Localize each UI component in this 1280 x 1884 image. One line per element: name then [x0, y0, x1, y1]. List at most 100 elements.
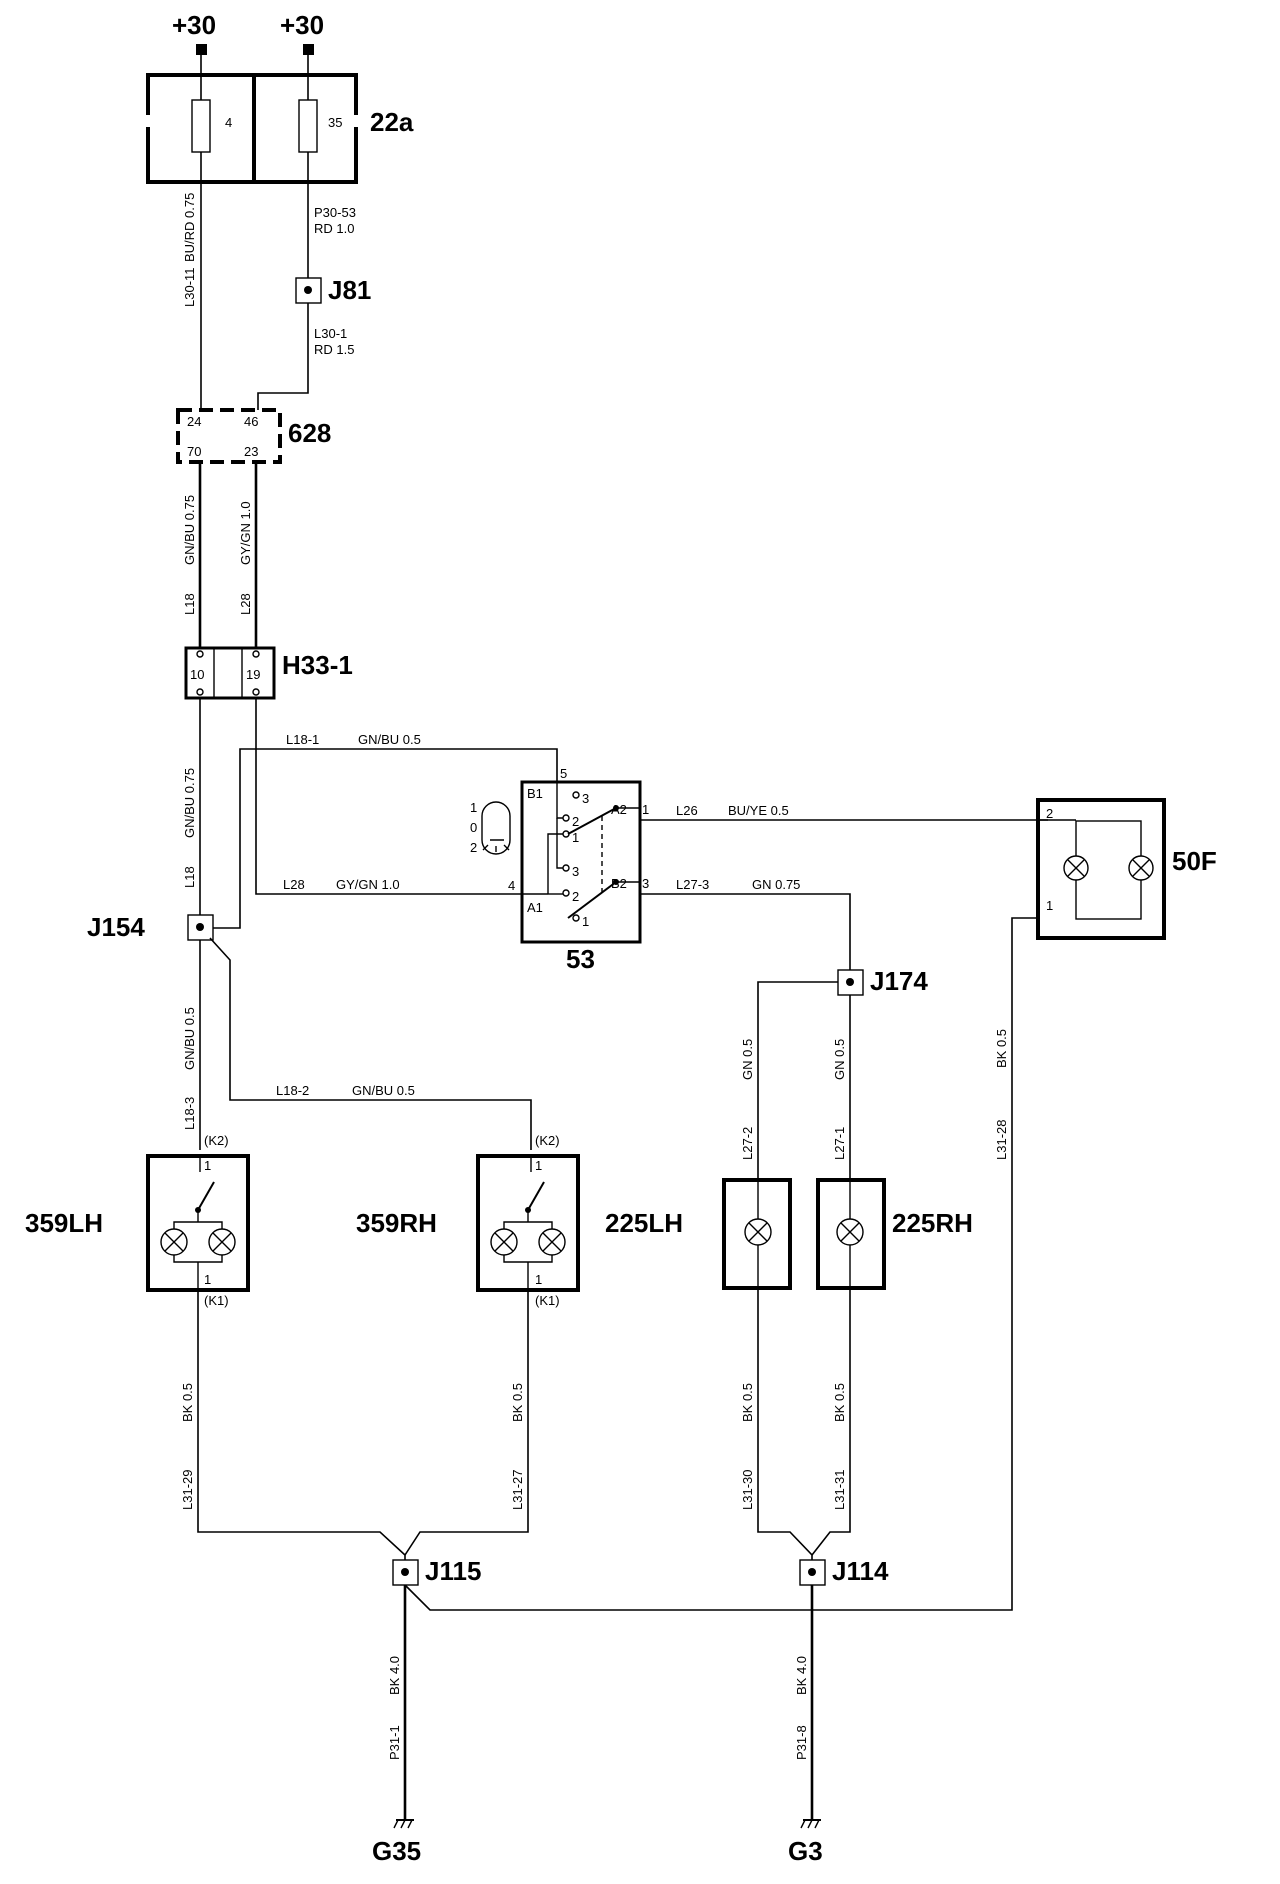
fusebox-label: 22a: [370, 107, 414, 137]
supply-plus30-right: +30: [280, 10, 324, 55]
junction-j115-label: J115: [425, 1556, 481, 1586]
wire-l18-3-label: L18-3: [182, 1097, 197, 1130]
supply-plus30-left: +30: [172, 10, 216, 55]
switch-contact-l3: 3: [572, 864, 579, 879]
lamp-225lh: 225LH: [605, 1178, 792, 1290]
wire-gn-bu-05-l18-2-label: GN/BU 0.5: [352, 1083, 415, 1098]
wire-gn-05-right-label: GN 0.5: [832, 1039, 847, 1080]
wire-bk-05-right-label: BK 0.5: [994, 1029, 1009, 1068]
switch-term-a1: A1: [527, 900, 543, 915]
junction-j81: J81: [295, 275, 371, 305]
connector-628-label: 628: [288, 418, 331, 448]
switch-contact-u2: 2: [572, 814, 579, 829]
wire-l27-2-label: L27-2: [740, 1127, 755, 1160]
wire-gy-gn-10-horiz-label: GY/GN 1.0: [336, 877, 400, 892]
supply-left-label: +30: [172, 10, 216, 40]
fuse-35: [298, 99, 318, 153]
connector-628-pin-70: 70: [187, 444, 201, 459]
connector-628-pin-46: 46: [244, 414, 258, 429]
lamp-359lh-k-top: (K2): [204, 1133, 229, 1148]
junction-j154: J154: [87, 912, 214, 942]
wire-gn-bu-05-down-label: GN/BU 0.5: [182, 1007, 197, 1070]
junction-j81-label: J81: [328, 275, 371, 305]
connector-h33-1: 10 19 H33-1: [184, 646, 353, 700]
wire-bk-40-b-label: BK 4.0: [794, 1656, 809, 1695]
wire-l18-2-label: L18-2: [276, 1083, 309, 1098]
connector-h33-pin-10: 10: [190, 667, 204, 682]
lamp-359lh-k-bottom: (K1): [204, 1293, 229, 1308]
switch-pos-2: 2: [470, 840, 477, 855]
wire-gy-gn-10-vert-label: GY/GN 1.0: [238, 501, 253, 565]
supply-right-terminal: [303, 44, 314, 55]
wire-l31-29-label: L31-29: [180, 1470, 195, 1510]
switch-pos-1: 1: [470, 800, 477, 815]
wire-l31-30-label: L31-30: [740, 1470, 755, 1510]
wire-l27-1-label: L27-1: [832, 1127, 847, 1160]
lamp-359rh-k-bottom: (K1): [535, 1293, 560, 1308]
junction-j154-label: J154: [87, 912, 145, 942]
switch-contact-l1: 1: [582, 914, 589, 929]
switch-pin-1: 1: [642, 802, 649, 817]
wire-gn-bu-075-mid-label: GN/BU 0.75: [182, 768, 197, 838]
wire-gn-05-left-label: GN 0.5: [740, 1039, 755, 1080]
lamp-225rh: 225RH: [816, 1178, 973, 1290]
wire-bu-ye-05-label: BU/YE 0.5: [728, 803, 789, 818]
fuse-4-label: 4: [225, 115, 232, 130]
lamp-50f-pin-1: 1: [1046, 898, 1053, 913]
wire-bu-rd-label: BU/RD 0.75: [182, 193, 197, 262]
lamp-359lh-label: 359LH: [25, 1208, 103, 1238]
connector-628-pin-23: 23: [244, 444, 258, 459]
ground-g3: G3: [788, 1819, 823, 1866]
junction-j114-label: J114: [832, 1556, 889, 1586]
wire-l18-1-label: L18-1: [286, 732, 319, 747]
supply-right-label: +30: [280, 10, 324, 40]
switch-pin-5: 5: [560, 766, 567, 781]
fuse-4: [191, 99, 211, 153]
switch-pin-3: 3: [642, 876, 649, 891]
switch-53-label: 53: [566, 944, 595, 974]
wire-gn-075-label: GN 0.75: [752, 877, 800, 892]
connector-h33-label: H33-1: [282, 650, 353, 680]
wire-l27-3-label: L27-3: [676, 877, 709, 892]
fusebox-22a: 4 35 22a: [144, 73, 414, 184]
wire-l30-11-label: L30-11: [182, 267, 197, 307]
wire-rd-10-label: RD 1.0: [314, 221, 354, 236]
junction-j174-label: J174: [870, 966, 928, 996]
wire-p31-1-label: P31-1: [387, 1725, 402, 1760]
wire-gn-bu-075-top-label: GN/BU 0.75: [182, 495, 197, 565]
wire-p31-8-label: P31-8: [794, 1725, 809, 1760]
switch-contact-l2: 2: [572, 889, 579, 904]
junction-j114: J114: [799, 1556, 889, 1586]
fuse-35-label: 35: [328, 115, 342, 130]
lamp-359lh: (K2) 1 1 (K1) 359LH: [25, 1133, 250, 1308]
lamp-359rh-pin-top: 1: [535, 1158, 542, 1173]
wire-l18-top-label: L18: [182, 593, 197, 615]
supply-left-terminal: [196, 44, 207, 55]
wire-bk-05-c-label: BK 0.5: [740, 1383, 755, 1422]
wire-bk-05-d-label: BK 0.5: [832, 1383, 847, 1422]
junction-j115: J115: [392, 1556, 481, 1586]
wire-bk-05-a-label: BK 0.5: [180, 1383, 195, 1422]
lamp-225lh-label: 225LH: [605, 1208, 683, 1238]
switch-contact-u1: 1: [572, 830, 579, 845]
lamp-50f-label: 50F: [1172, 846, 1217, 876]
wire-p30-53-label: P30-53: [314, 205, 356, 220]
wire-rd-15-label: RD 1.5: [314, 342, 354, 357]
ground-g35-icon: [393, 1819, 414, 1829]
headlight-icon: [481, 801, 511, 855]
wire-l18-mid-label: L18: [182, 866, 197, 888]
lamp-359lh-pin-top: 1: [204, 1158, 211, 1173]
lamp-225rh-label: 225RH: [892, 1208, 973, 1238]
junction-j174: J174: [837, 966, 928, 996]
connector-h33-pin-19: 19: [246, 667, 260, 682]
wire-l31-28-label: L31-28: [994, 1120, 1009, 1160]
wire-bk-05-b-label: BK 0.5: [510, 1383, 525, 1422]
ground-g3-label: G3: [788, 1836, 823, 1866]
wire-bk-40-a-label: BK 4.0: [387, 1656, 402, 1695]
lamp-50f: 2 1 50F: [1036, 798, 1217, 940]
wire-l28-horiz-label: L28: [283, 877, 305, 892]
ground-g3-icon: [800, 1819, 821, 1829]
switch-53: 1 0 2 B1 A2 B2 A1 5 1 4 3 3 2 1 3 2 1: [470, 766, 649, 974]
switch-pos-0: 0: [470, 820, 477, 835]
